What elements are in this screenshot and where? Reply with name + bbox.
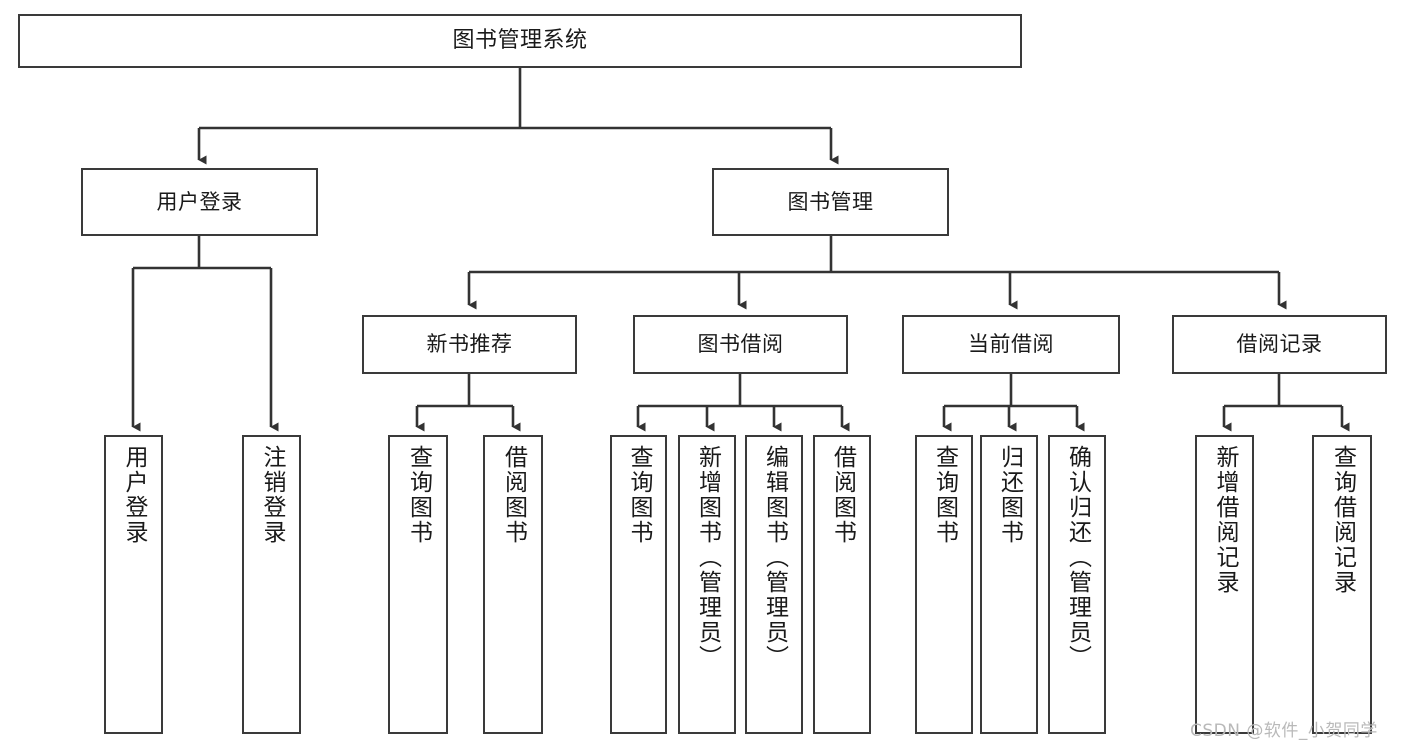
node-book-borrow-label: 图书借阅 [697, 332, 784, 357]
leaf-book-borrow-borrow-label: 借阅图书 [829, 445, 856, 545]
watermark: CSDN @软件_小贺同学 [1190, 721, 1378, 741]
node-user-login[interactable]: 用户登录 [81, 168, 318, 236]
leaf-book-borrow-add[interactable]: 新增图书（管理员） [678, 435, 736, 734]
leaf-book-borrow-query[interactable]: 查询图书 [610, 435, 667, 734]
leaf-new-book-borrow[interactable]: 借阅图书 [483, 435, 543, 734]
leaf-book-borrow-add-label: 新增图书（管理员） [694, 445, 721, 670]
leaf-book-borrow-query-label: 查询图书 [626, 445, 652, 545]
leaf-borrow-record-add-label: 新增借阅记录 [1212, 445, 1238, 595]
node-user-login-label: 用户登录 [156, 189, 243, 214]
leaf-borrow-record-query[interactable]: 查询借阅记录 [1312, 435, 1372, 734]
leaf-current-borrow-confirm[interactable]: 确认归还（管理员） [1048, 435, 1106, 734]
node-book-management[interactable]: 图书管理 [712, 168, 949, 236]
leaf-current-borrow-confirm-label: 确认归还（管理员） [1064, 445, 1091, 670]
node-book-management-label: 图书管理 [787, 189, 874, 214]
node-borrow-record[interactable]: 借阅记录 [1172, 315, 1387, 374]
node-new-book-recommend[interactable]: 新书推荐 [362, 315, 577, 374]
leaf-user-login-login-label: 用户登录 [121, 445, 147, 545]
node-current-borrow-label: 当前借阅 [968, 332, 1054, 357]
node-current-borrow[interactable]: 当前借阅 [902, 315, 1120, 374]
leaf-new-book-query[interactable]: 查询图书 [388, 435, 448, 734]
leaf-user-login-login[interactable]: 用户登录 [104, 435, 163, 734]
leaf-user-login-logout-label: 注销登录 [259, 445, 285, 545]
leaf-new-book-borrow-label: 借阅图书 [500, 445, 527, 545]
node-borrow-record-label: 借阅记录 [1236, 332, 1323, 357]
leaf-current-borrow-return[interactable]: 归还图书 [980, 435, 1038, 734]
node-root[interactable]: 图书管理系统 [18, 14, 1022, 68]
leaf-borrow-record-add[interactable]: 新增借阅记录 [1195, 435, 1254, 734]
leaf-book-borrow-edit-label: 编辑图书（管理员） [761, 445, 788, 670]
leaf-borrow-record-query-label: 查询借阅记录 [1329, 445, 1356, 595]
leaf-current-borrow-query-label: 查询图书 [931, 445, 958, 545]
leaf-book-borrow-edit[interactable]: 编辑图书（管理员） [745, 435, 803, 734]
leaf-user-login-logout[interactable]: 注销登录 [242, 435, 301, 734]
node-book-borrow[interactable]: 图书借阅 [633, 315, 848, 374]
node-new-book-recommend-label: 新书推荐 [426, 332, 513, 357]
leaf-current-borrow-query[interactable]: 查询图书 [915, 435, 973, 734]
leaf-current-borrow-return-label: 归还图书 [996, 445, 1023, 545]
node-root-label: 图书管理系统 [452, 28, 588, 54]
leaf-new-book-query-label: 查询图书 [405, 445, 432, 545]
leaf-book-borrow-borrow[interactable]: 借阅图书 [813, 435, 871, 734]
